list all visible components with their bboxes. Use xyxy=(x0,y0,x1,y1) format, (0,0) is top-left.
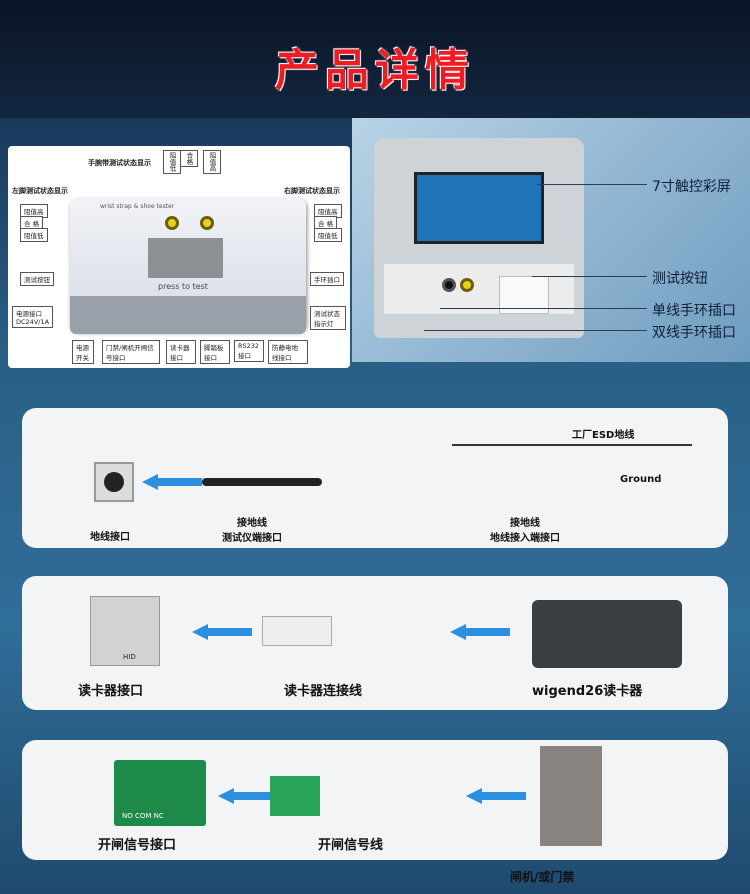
leader-line xyxy=(532,276,647,277)
screen-label: 7寸触控彩屏 xyxy=(652,179,731,195)
ground-plug-image xyxy=(202,478,322,486)
left-state-pass: 合 格 xyxy=(20,216,44,230)
hid-label: HID xyxy=(123,653,136,661)
gate-label: 闸机/或门禁 xyxy=(510,870,575,884)
arrow-left-icon xyxy=(192,624,252,640)
single-wire-label: 单线手环插口 xyxy=(652,303,736,319)
leader-line xyxy=(537,184,647,185)
leader-line xyxy=(440,308,647,309)
single-wire-jack xyxy=(460,278,474,292)
device-front-ports xyxy=(70,296,306,334)
dual-wire-jack xyxy=(442,278,456,292)
ground-end-label: 接地线 地线接入端接口 xyxy=(490,518,560,544)
reader-port-label: 读卡器接口 xyxy=(78,684,144,699)
device-diagram-panel: 手腕带测试状态显示 阻值低 合格 阻值高 左脚测试状态显示 右脚测试状态显示 w… xyxy=(8,146,350,368)
bottom-label: 读卡器接口 xyxy=(166,340,196,364)
card-reader-row: HID 读卡器接口 读卡器连接线 wigend26读卡器 xyxy=(22,576,728,710)
kiosk-panel: 7寸触控彩屏 测试按钮 单线手环插口 双线手环插口 xyxy=(352,118,750,362)
press-to-test: press to test xyxy=(158,282,208,291)
gate-signal-row: NO COM NC 开闸信号接口 开闸信号线 闸机/或门禁 xyxy=(22,740,728,884)
ground-port-image xyxy=(94,462,134,502)
pins-label: NO COM NC xyxy=(122,812,164,820)
gate-port-image: NO COM NC xyxy=(114,760,206,826)
wrist-jack xyxy=(165,216,179,230)
ground-port-label: 地线接口 xyxy=(90,532,130,543)
turnstile-image xyxy=(540,746,602,846)
ground-connection-row: 地线接口 接地线 测试仪端接口 工厂ESD地线 Ground 接地线 地线接入端… xyxy=(22,408,728,548)
test-pad xyxy=(148,238,223,278)
esd-ground-line xyxy=(452,444,692,446)
gate-port-label: 开闸信号接口 xyxy=(98,838,177,853)
arrow-left-icon xyxy=(142,474,202,490)
arrow-left-icon xyxy=(466,788,526,804)
bottom-label: RS232接口 xyxy=(234,340,264,362)
bottom-label: 脚踏板接口 xyxy=(200,340,230,364)
dual-wire-label: 双线手环插口 xyxy=(652,325,736,341)
header-banner: 产品详情 xyxy=(0,0,750,118)
touch-screen xyxy=(414,172,544,244)
wrist-status-label: 手腕带测试状态显示 xyxy=(88,159,151,167)
bottom-label: 电源开关 xyxy=(72,340,94,364)
indicator-label: 测试状态指示灯 xyxy=(310,306,346,330)
wiegand-reader-image xyxy=(532,600,682,668)
bottom-label: 防静电地线接口 xyxy=(268,340,308,364)
left-foot-label: 左脚测试状态显示 xyxy=(12,187,68,195)
right-state-high: 阻值高 xyxy=(314,204,342,218)
test-button-pad xyxy=(499,276,549,314)
esd-label: 工厂ESD地线 xyxy=(572,430,635,441)
kiosk-image xyxy=(374,138,584,338)
right-foot-label: 右脚测试状态显示 xyxy=(284,187,340,195)
left-state-low: 阻值低 xyxy=(20,228,48,242)
test-button-label: 测试按钮 xyxy=(20,272,54,286)
wrist-led-pass: 合格 xyxy=(180,150,198,167)
reader-cable-label: 读卡器连接线 xyxy=(284,684,363,699)
reader-label: wigend26读卡器 xyxy=(532,684,643,699)
reader-port-image: HID xyxy=(90,596,160,666)
gate-cable-image xyxy=(270,776,320,816)
arrow-left-icon xyxy=(450,624,510,640)
device-name: wrist strap & shoe tester xyxy=(100,203,175,210)
power-spec: DC24V/1A xyxy=(16,318,50,326)
wrist-port-label: 手环插口 xyxy=(310,272,344,286)
right-state-low: 阻值低 xyxy=(314,228,342,242)
page-title: 产品详情 xyxy=(275,45,475,96)
test-button-label: 测试按钮 xyxy=(652,271,708,287)
wrist-led-high: 阻值高 xyxy=(203,150,221,174)
reader-cable-image xyxy=(262,616,332,646)
tester-end-label: 接地线 测试仪端接口 xyxy=(222,518,282,544)
wrist-led-low: 阻值低 xyxy=(163,150,181,174)
bottom-label: 门禁/闸机开闸信号接口 xyxy=(102,340,160,364)
power-port: 电源接口 xyxy=(16,310,42,318)
arrow-left-icon xyxy=(218,788,278,804)
leader-line xyxy=(424,330,647,331)
ground-symbol-label: Ground xyxy=(620,474,662,485)
gate-cable-label: 开闸信号线 xyxy=(318,838,384,853)
wrist-jack xyxy=(200,216,214,230)
